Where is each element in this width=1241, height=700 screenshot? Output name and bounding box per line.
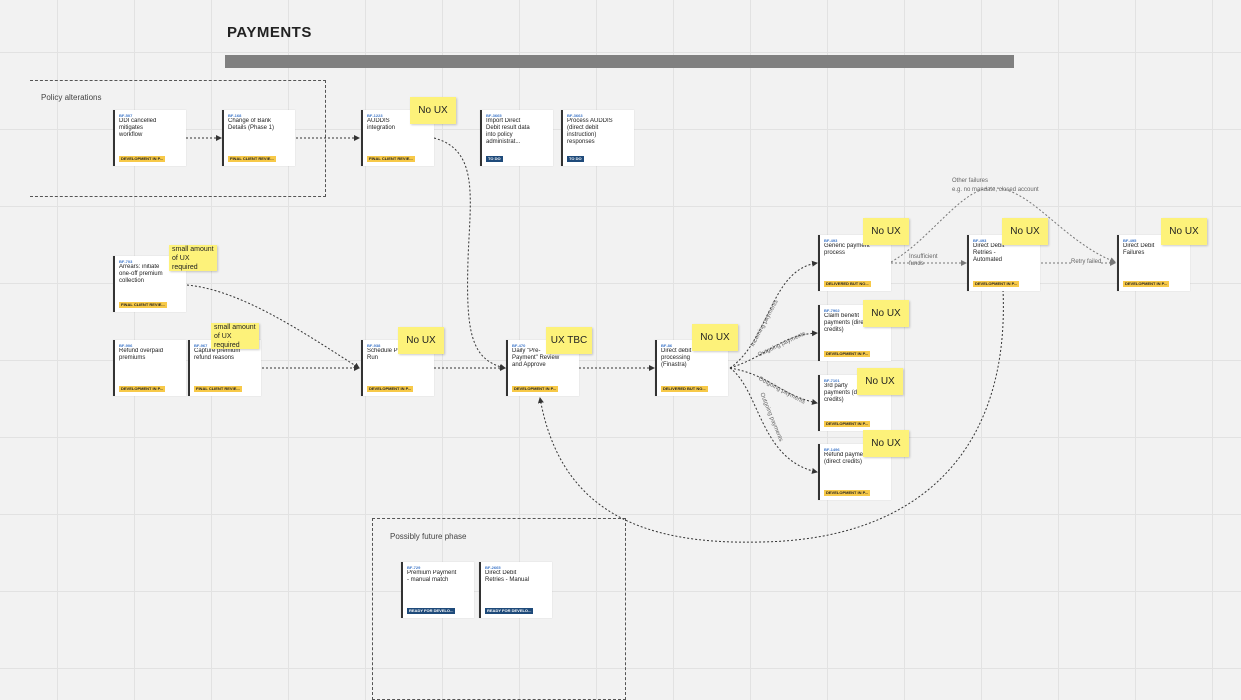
- link-c11-c15: [729, 367, 818, 474]
- sticky-note-text: small amount of UX required: [214, 324, 256, 349]
- status-badge: DEVELOPMENT IN P...: [973, 281, 1020, 287]
- sticky-note[interactable]: No UX: [1161, 218, 1207, 245]
- status-badge: FINAL CLIENT REVIE...: [367, 156, 415, 162]
- card-key: BF-86: [661, 343, 673, 348]
- status-badge: TO DO: [486, 156, 503, 162]
- card-key: BF-3665: [486, 113, 502, 118]
- link-c12-c17-other: [890, 187, 1116, 263]
- card-key: BF-7101: [824, 378, 840, 383]
- card-title: Direct Debit Retries - Manual: [485, 570, 530, 583]
- card-key: BF-2665: [485, 565, 501, 570]
- card-import-direct-debit[interactable]: BF-3665 Import Direct Debit result data …: [480, 110, 553, 166]
- status-badge: READY FOR DEVELO...: [485, 608, 534, 614]
- card-key: BF-729: [407, 565, 421, 570]
- sticky-note[interactable]: small amount of UX required: [211, 323, 259, 349]
- card-key: BF-470: [512, 343, 526, 348]
- sticky-note[interactable]: No UX: [863, 218, 909, 245]
- card-ddi-cancelled[interactable]: BF-507 DDI cancelled mitigates workflow …: [113, 110, 186, 166]
- status-badge: DELIVERED BUT NO...: [661, 386, 708, 392]
- board-title: PAYMENTS: [227, 24, 312, 41]
- link-c3-c10: [433, 137, 506, 370]
- card-key: BF-703: [119, 259, 133, 264]
- title-bar: [225, 55, 1014, 68]
- card-title: Import Direct Debit result data into pol…: [486, 118, 530, 145]
- sticky-note[interactable]: No UX: [1002, 218, 1048, 245]
- card-title: Premium Payment - manual match: [407, 570, 457, 583]
- card-title: Claim benefit payments (direct credits): [824, 313, 869, 333]
- status-badge: DEVELOPMENT IN P...: [824, 421, 871, 427]
- sticky-note[interactable]: No UX: [692, 324, 738, 351]
- sticky-note[interactable]: UX TBC: [546, 327, 592, 354]
- card-change-bank-details[interactable]: BF-168 Change of Bank Details (Phase 1) …: [222, 110, 295, 166]
- card-title: Refund overpaid premiums: [119, 348, 164, 361]
- card-key: BF-906: [119, 343, 133, 348]
- card-key: BF-3663: [567, 113, 583, 118]
- card-title: Arrears: initiate one-off premium collec…: [119, 264, 163, 284]
- sticky-note[interactable]: No UX: [863, 430, 909, 457]
- card-title: Capture premium refund reasons: [194, 348, 241, 361]
- status-badge: FINAL CLIENT REVIE...: [119, 302, 167, 308]
- status-badge: READY FOR DEVELO...: [407, 608, 456, 614]
- card-key: BF-495: [1123, 238, 1137, 243]
- status-badge: DEVELOPMENT IN P...: [1123, 281, 1170, 287]
- card-process-auddis[interactable]: BF-3663 Process AUDDIS (direct debit ins…: [561, 110, 634, 166]
- sticky-note[interactable]: No UX: [863, 300, 909, 327]
- frame-label-policy-alterations: Policy alterations: [41, 93, 102, 102]
- sticky-note[interactable]: small amount of UX required: [169, 245, 217, 271]
- card-key: BF-7902: [824, 308, 840, 313]
- status-badge: DEVELOPMENT IN P...: [119, 386, 166, 392]
- status-badge: DEVELOPMENT IN P...: [824, 490, 871, 496]
- card-key: BF-507: [119, 113, 133, 118]
- connector-label-insufficient-funds: Insufficient funds: [909, 254, 938, 267]
- connector-label-other-failures: Other failures e.g. no mandate, closed a…: [952, 178, 1039, 193]
- status-badge: FINAL CLIENT REVIE...: [228, 156, 276, 162]
- status-badge: FINAL CLIENT REVIE...: [194, 386, 242, 392]
- card-capture-refund-reasons[interactable]: BF-967 Capture premium refund reasons FI…: [188, 340, 261, 396]
- connector-label-retry-failed: Retry failed: [1071, 259, 1102, 265]
- link-c6-c9: [186, 284, 360, 369]
- link-c11-c13: [729, 330, 818, 369]
- status-badge: DEVELOPMENT IN P...: [824, 351, 871, 357]
- sticky-note-text: small amount of UX required: [172, 246, 214, 271]
- link-c11-c14: [729, 367, 818, 405]
- card-key: BF-1223: [367, 113, 383, 118]
- card-title: DDI cancelled mitigates workflow: [119, 118, 157, 138]
- card-refund-overpaid[interactable]: BF-906 Refund overpaid premiums DEVELOPM…: [113, 340, 186, 396]
- sticky-note[interactable]: No UX: [857, 368, 903, 395]
- card-title: Direct debit processing (Finastra): [661, 348, 692, 368]
- card-key: BF-967: [194, 343, 208, 348]
- card-title: Direct Debit Failures: [1123, 243, 1155, 256]
- status-badge: DEVELOPMENT IN P...: [119, 156, 166, 162]
- card-title: AUDDIS integration: [367, 118, 396, 131]
- status-badge: TO DO: [567, 156, 584, 162]
- status-badge: DEVELOPMENT IN P...: [367, 386, 414, 392]
- card-title: Daily "Pre- Payment" Review and Approve: [512, 348, 560, 368]
- status-badge: DEVELOPMENT IN P...: [512, 386, 559, 392]
- card-title: Refund payments (direct credits): [824, 452, 872, 465]
- card-key: BF-938: [367, 343, 381, 348]
- card-key: BF-168: [228, 113, 242, 118]
- card-key: BF-1496: [824, 447, 840, 452]
- card-title: Direct Debit Retries - Automated: [973, 243, 1005, 263]
- card-arrears[interactable]: BF-703 Arrears: initiate one-off premium…: [113, 256, 186, 312]
- link-c11-c12: [729, 260, 818, 369]
- sticky-note[interactable]: No UX: [410, 97, 456, 124]
- card-title: Generic payment process: [824, 243, 870, 256]
- status-badge: DELIVERED BUT NO...: [824, 281, 871, 287]
- frame-label-possibly-future-phase: Possibly future phase: [390, 532, 467, 541]
- card-key: BF-493: [973, 238, 987, 243]
- card-title: Process AUDDIS (direct debit instruction…: [567, 118, 613, 145]
- card-key: BF-493: [824, 238, 838, 243]
- card-dd-retries-manual[interactable]: BF-2665 Direct Debit Retries - Manual RE…: [479, 562, 552, 618]
- card-premium-manual-match[interactable]: BF-729 Premium Payment - manual match RE…: [401, 562, 474, 618]
- card-title: Change of Bank Details (Phase 1): [228, 118, 275, 131]
- card-direct-debit-processing[interactable]: BF-86 Direct debit processing (Finastra)…: [655, 340, 728, 396]
- sticky-note[interactable]: No UX: [398, 327, 444, 354]
